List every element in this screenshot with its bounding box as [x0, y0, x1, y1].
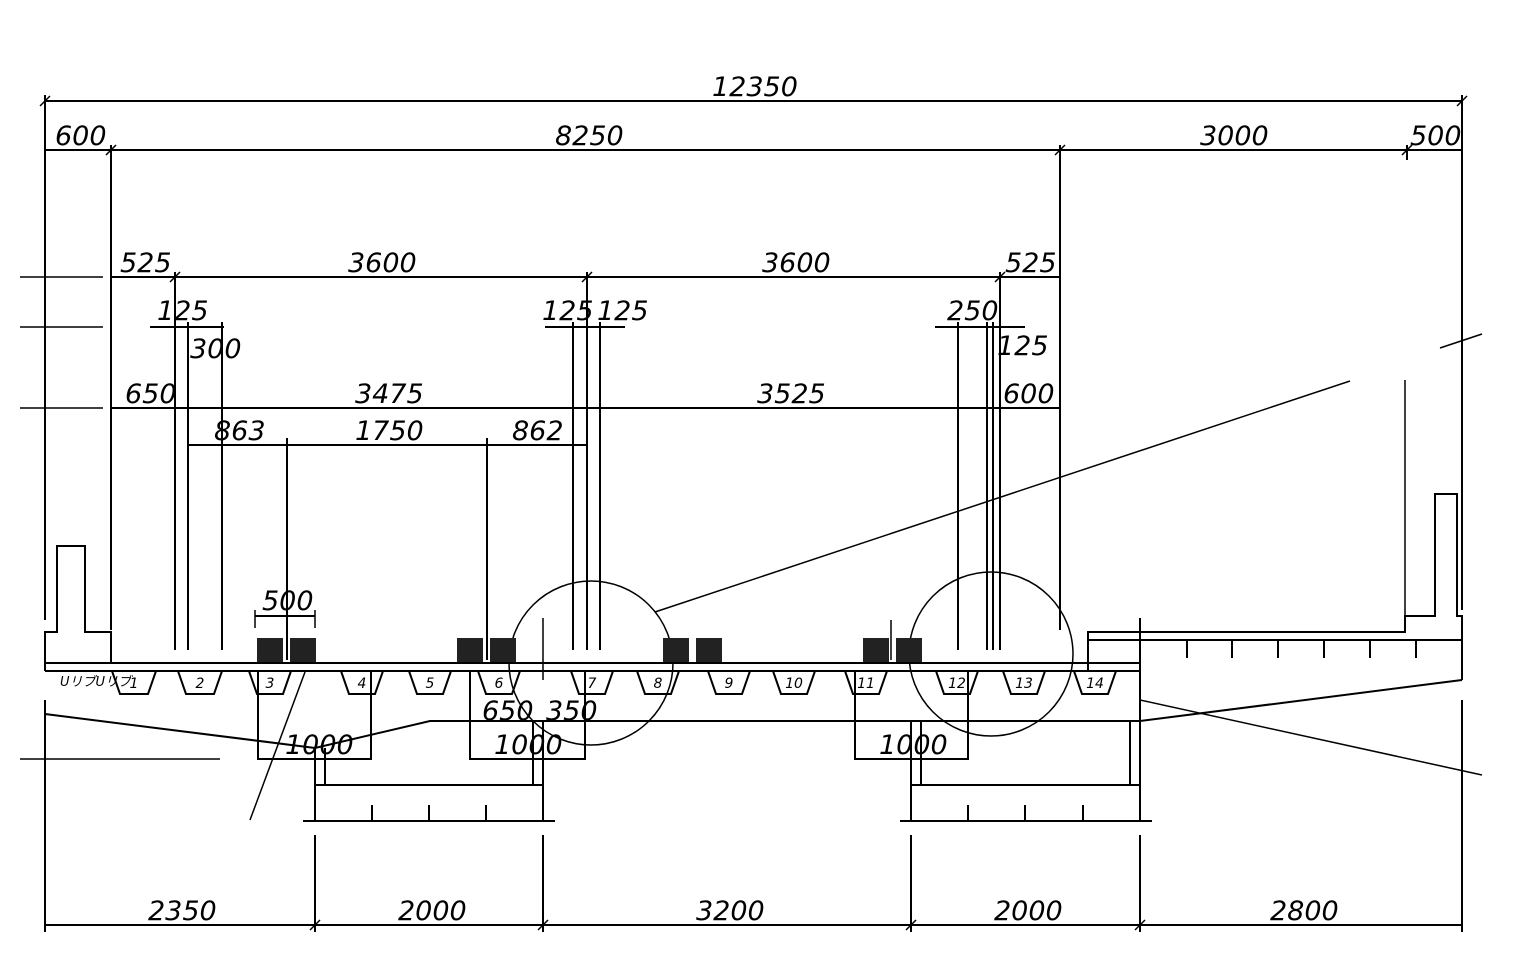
dim-bottom-2800: 2800 — [1270, 896, 1339, 927]
girder-number: 12 — [948, 676, 966, 692]
girder-number: 2 — [196, 676, 205, 692]
girder-number: 3 — [266, 676, 275, 692]
girder-number: 14 — [1086, 676, 1104, 692]
girder-number: 6 — [495, 676, 504, 692]
dim-lane-left-edge: 525 — [120, 248, 172, 279]
dim-pier-1000-b: 1000 — [494, 730, 563, 761]
dim-lane-left: 3600 — [348, 248, 417, 279]
dim-pier-1000-c: 1000 — [879, 730, 948, 761]
girder-number: 10 — [785, 676, 803, 692]
girder-number: 11 — [857, 676, 875, 692]
girder-number: 1 — [130, 676, 139, 692]
wheel-loads — [257, 638, 922, 662]
dim-top-right: 3000 — [1200, 121, 1269, 152]
dim-offset-125-right: 125 — [997, 331, 1049, 362]
dim-offset-125-left: 125 — [157, 296, 209, 327]
girder-number: 8 — [654, 676, 663, 692]
dim-lane-3525: 3525 — [757, 379, 826, 410]
dim-wheel-gap-500: 500 — [262, 586, 314, 617]
girder-number: 7 — [588, 676, 597, 692]
dim-wheel-862: 862 — [512, 416, 564, 447]
dim-lane-right-edge: 525 — [1005, 248, 1057, 279]
dimension-lines — [20, 95, 1468, 932]
girder-number: 5 — [426, 676, 435, 692]
dim-350-low: 350 — [546, 696, 598, 727]
dim-top-main: 8250 — [555, 121, 624, 152]
dim-bottom-2000-a: 2000 — [398, 896, 467, 927]
dim-wheel-863: 863 — [214, 416, 266, 447]
u-ribs — [111, 670, 1117, 695]
girder-number: 9 — [725, 676, 734, 692]
girder-number: 4 — [358, 676, 367, 692]
dim-top-far-right: 500 — [1410, 121, 1462, 152]
dim-bottom-3200: 3200 — [696, 896, 765, 927]
u-rib-label: UリブUリブ — [60, 674, 133, 690]
dim-650-low: 650 — [482, 696, 534, 727]
dim-offset-125-mid-b: 125 — [597, 296, 649, 327]
girder-number: 13 — [1015, 676, 1033, 692]
dim-offset-125-mid-a: 125 — [542, 296, 594, 327]
dim-lane-3475: 3475 — [355, 379, 424, 410]
dim-bottom-2000-b: 2000 — [994, 896, 1063, 927]
dim-lane-right: 3600 — [762, 248, 831, 279]
girder-numbers: UリブUリブ 1 2 3 4 5 6 7 8 9 10 11 12 13 14 — [60, 674, 1104, 692]
dim-pier-1000-a: 1000 — [285, 730, 354, 761]
dim-lane-650: 650 — [125, 379, 177, 410]
dim-offset-300: 300 — [190, 334, 242, 365]
bridge-structure — [44, 333, 1483, 822]
dim-total: 12350 — [712, 72, 798, 103]
dim-wheel-1750: 1750 — [355, 416, 424, 447]
dimension-labels: 12350 600 8250 3000 500 525 3600 3600 52… — [55, 72, 1462, 927]
dim-lane-600: 600 — [1003, 379, 1055, 410]
dim-top-left: 600 — [55, 121, 107, 152]
dim-offset-250: 250 — [947, 296, 999, 327]
dim-bottom-2350: 2350 — [148, 896, 217, 927]
